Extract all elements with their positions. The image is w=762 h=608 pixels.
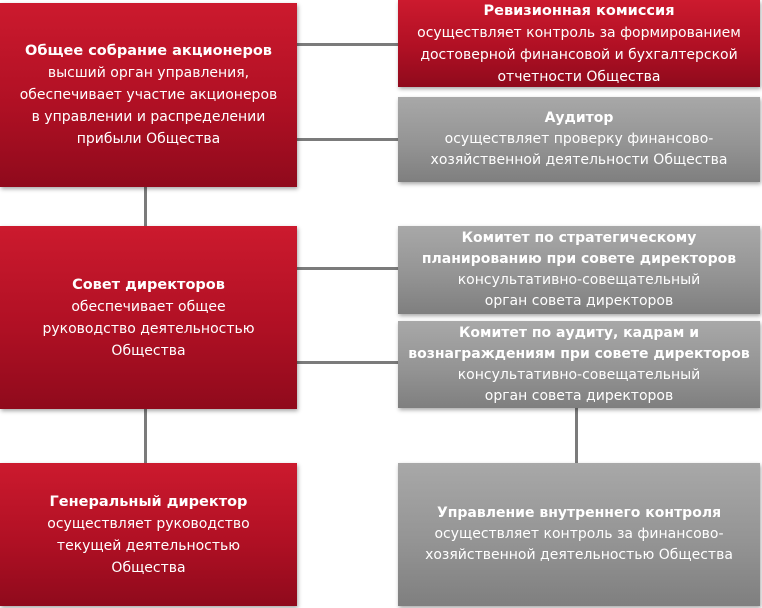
auditor-description: осуществляет проверку финансово- хозяйст… bbox=[430, 131, 728, 168]
general-meeting-title: Общее собрание акционеров bbox=[25, 43, 272, 59]
strategic-committee-box: Комитет по стратегическому планированию … bbox=[398, 226, 760, 314]
board-of-directors-box: Совет директоров обеспечивает общее руко… bbox=[0, 226, 297, 409]
connector-board-director bbox=[144, 408, 147, 465]
auditor-title: Аудитор bbox=[544, 110, 614, 126]
audit-committee-box: Комитет по аудиту, кадрам и вознагражден… bbox=[398, 321, 760, 408]
strategic-committee-title: Комитет по стратегическому планированию … bbox=[421, 230, 737, 267]
general-director-description: осуществляет руководство текущей деятель… bbox=[47, 515, 250, 576]
general-meeting-description: высший орган управления, обеспечивает уч… bbox=[19, 65, 278, 147]
audit-commission-box: Ревизионная комиссия осуществляет контро… bbox=[398, 0, 760, 87]
board-of-directors-title: Совет директоров bbox=[72, 276, 225, 293]
connector-board-audit-committee bbox=[296, 361, 399, 364]
board-of-directors-description: обеспечивает общее руководство деятельно… bbox=[42, 298, 255, 359]
audit-commission-description: осуществляет контроль за формированием д… bbox=[417, 24, 741, 85]
connector-board-strategic-committee bbox=[296, 267, 399, 270]
auditor-box: Аудитор осуществляет проверку финансово-… bbox=[398, 97, 760, 182]
general-director-box: Генеральный директор осуществляет руково… bbox=[0, 463, 297, 606]
strategic-committee-description: консультативно-совещательный орган совет… bbox=[457, 272, 701, 309]
internal-control-description: осуществляет контроль за финансово- хозя… bbox=[425, 526, 733, 563]
general-director-title: Генеральный директор bbox=[49, 493, 248, 510]
internal-control-box: Управление внутреннего контроля осуществ… bbox=[398, 463, 760, 606]
connector-meeting-audit-commission bbox=[296, 43, 399, 46]
connector-meeting-board bbox=[144, 186, 147, 228]
connector-meeting-auditor bbox=[296, 138, 399, 141]
internal-control-title: Управление внутреннего контроля bbox=[436, 505, 722, 521]
audit-committee-title: Комитет по аудиту, кадрам и вознагражден… bbox=[408, 324, 750, 362]
general-meeting-box: Общее собрание акционеров высший орган у… bbox=[0, 3, 297, 187]
connector-audit-committee-internal-control bbox=[575, 407, 578, 464]
audit-committee-description: консультативно-совещательный орган совет… bbox=[457, 366, 701, 404]
audit-commission-title: Ревизионная комиссия bbox=[483, 2, 675, 19]
